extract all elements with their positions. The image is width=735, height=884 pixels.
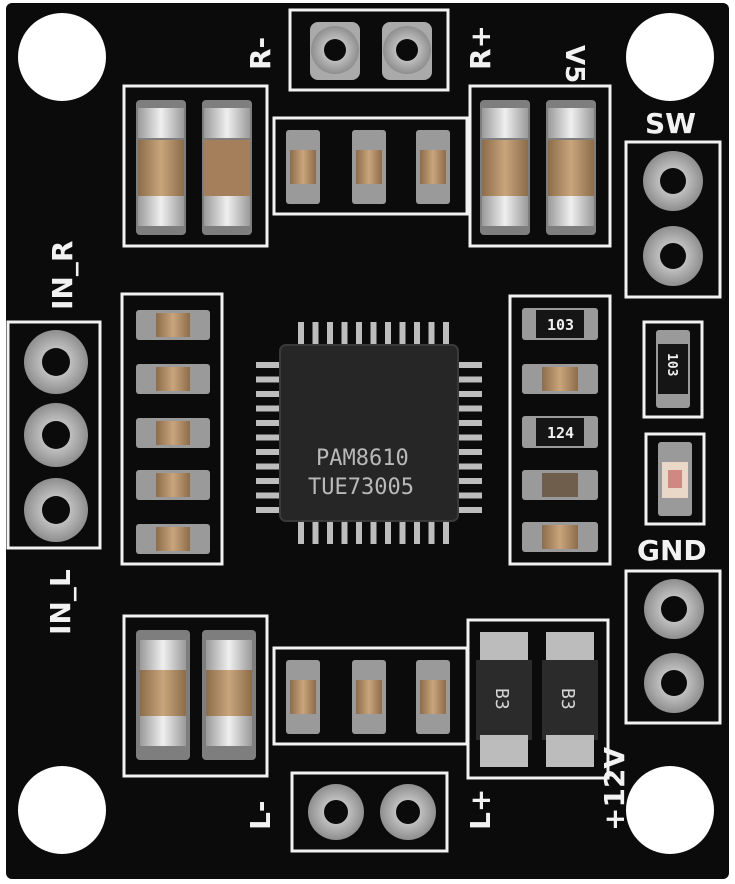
chip-pin bbox=[256, 463, 282, 470]
chip-pin bbox=[456, 376, 482, 383]
chip-pin bbox=[414, 322, 420, 346]
chip-pin bbox=[327, 322, 333, 346]
chip-pin bbox=[312, 322, 319, 346]
chip-pin bbox=[385, 520, 391, 544]
label-sw: SW bbox=[645, 107, 696, 140]
chip-pin bbox=[341, 520, 348, 544]
chip-pin bbox=[256, 507, 282, 513]
label-in-r: IN_R bbox=[46, 241, 79, 310]
chip-pin bbox=[356, 520, 362, 544]
chip-pin bbox=[356, 322, 362, 346]
mount-hole-top-right bbox=[626, 13, 714, 101]
chip-pin bbox=[414, 520, 420, 544]
chip-pin bbox=[456, 449, 482, 455]
label-l-minus: L- bbox=[244, 801, 277, 830]
chip-pin bbox=[443, 520, 449, 544]
chip-pin bbox=[399, 520, 406, 544]
power-terminal bbox=[624, 569, 722, 725]
chip-pin bbox=[370, 520, 377, 544]
chip-pin bbox=[456, 478, 482, 484]
chip-pin bbox=[256, 405, 282, 412]
chip-pin bbox=[370, 322, 377, 346]
svg-text:103: 103 bbox=[664, 353, 679, 376]
label-r-minus: R- bbox=[244, 37, 277, 70]
chip-pin bbox=[256, 376, 282, 383]
label-r-plus: R+ bbox=[464, 25, 497, 70]
label-gnd: GND bbox=[637, 534, 707, 567]
chip-pin bbox=[327, 520, 333, 544]
label-in-l: IN_L bbox=[44, 569, 77, 635]
chip-pin bbox=[256, 434, 282, 441]
capacitor-bottom-1 bbox=[136, 630, 190, 760]
chip-pin bbox=[456, 362, 482, 368]
mount-hole-top-left bbox=[18, 13, 106, 101]
mount-hole-bottom-left bbox=[18, 766, 106, 854]
left-speaker-terminal bbox=[290, 771, 449, 853]
svg-text:124: 124 bbox=[547, 424, 574, 442]
chip-label-model: PAM8610 bbox=[316, 446, 409, 471]
chip-pin bbox=[256, 362, 282, 368]
resistor-103: 103 bbox=[522, 308, 598, 340]
switch-terminal bbox=[624, 140, 722, 299]
chip-pin bbox=[428, 520, 435, 544]
audio-input-terminal bbox=[6, 320, 102, 550]
chip-pin bbox=[385, 322, 391, 346]
label-12v: +12V bbox=[598, 747, 631, 831]
diode-2: B3 bbox=[542, 632, 598, 767]
label-v5: V5 bbox=[559, 45, 589, 83]
chip-pin bbox=[256, 449, 282, 455]
chip-pin bbox=[256, 420, 282, 426]
svg-text:B3: B3 bbox=[557, 688, 578, 710]
chip-pin bbox=[312, 520, 319, 544]
capacitor-top-2 bbox=[202, 100, 252, 235]
led bbox=[658, 442, 692, 516]
capacitor-top-4 bbox=[546, 100, 596, 235]
chip-pin bbox=[456, 492, 482, 499]
capacitor-small-top-2 bbox=[352, 130, 386, 204]
chip-pin bbox=[428, 322, 435, 346]
capacitor-bottom-2 bbox=[202, 630, 256, 760]
chip-label-code: TUE73005 bbox=[308, 475, 414, 500]
capacitor-small-top-1 bbox=[286, 130, 320, 204]
chip-pin bbox=[456, 507, 482, 513]
chip-pin bbox=[256, 492, 282, 499]
chip-pin bbox=[456, 420, 482, 426]
chip-pin bbox=[341, 322, 348, 346]
svg-text:B3: B3 bbox=[491, 688, 512, 710]
right-speaker-terminal bbox=[288, 8, 450, 92]
chip-pin bbox=[443, 322, 449, 346]
capacitor-small-bottom-1 bbox=[286, 660, 320, 734]
svg-text:103: 103 bbox=[547, 316, 574, 334]
amplifier-chip: PAM8610 TUE73005 bbox=[256, 322, 482, 544]
chip-pin bbox=[456, 391, 482, 397]
chip-pin bbox=[456, 405, 482, 412]
capacitor-top-1 bbox=[136, 100, 186, 235]
label-l-plus: L+ bbox=[464, 789, 497, 830]
chip-pin bbox=[399, 322, 406, 346]
capacitor-left-column bbox=[136, 310, 210, 554]
resistor-124: 124 bbox=[522, 416, 598, 448]
chip-pin bbox=[298, 322, 304, 346]
chip-pin bbox=[298, 520, 304, 544]
capacitor-top-3 bbox=[480, 100, 530, 235]
chip-pin bbox=[256, 391, 282, 397]
resistor-vertical-103: 103 bbox=[656, 330, 690, 408]
capacitor-small-top-3 bbox=[416, 130, 450, 204]
capacitor-small-bottom-2 bbox=[352, 660, 386, 734]
chip-pin bbox=[456, 434, 482, 441]
mount-hole-bottom-right bbox=[626, 766, 714, 854]
diode-1: B3 bbox=[476, 632, 532, 767]
chip-pin bbox=[456, 463, 482, 470]
capacitor-small-bottom-3 bbox=[416, 660, 450, 734]
chip-pin bbox=[256, 478, 282, 484]
